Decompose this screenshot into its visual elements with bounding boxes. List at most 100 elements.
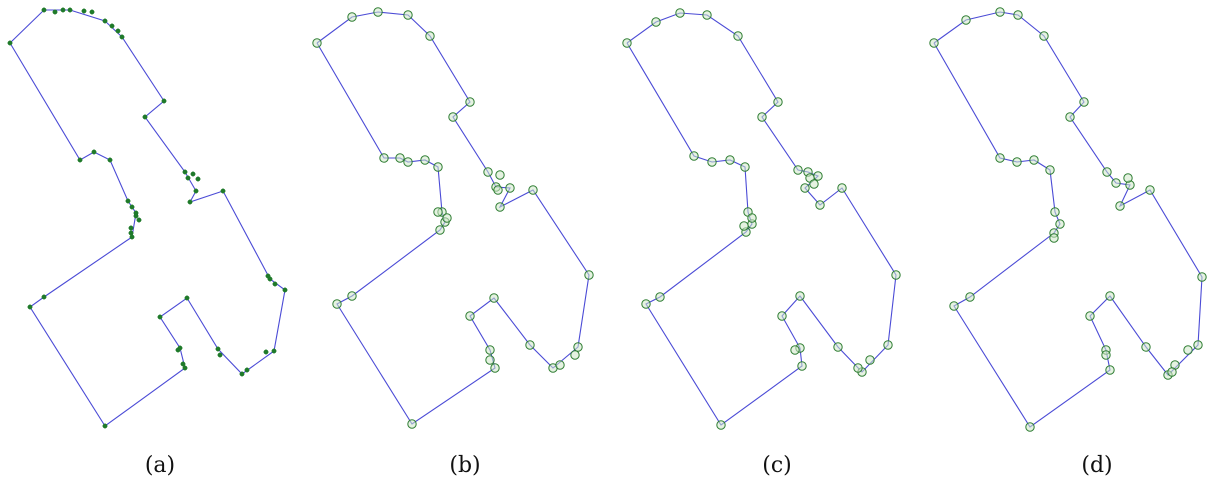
vertex-b-27 (420, 155, 430, 165)
vertex-d-35 (1123, 173, 1133, 183)
vertex-d-2 (995, 7, 1005, 17)
vertex-d-22 (965, 292, 975, 302)
panel-a (7, 7, 288, 429)
vertex-a-22 (41, 294, 47, 300)
vertex-b-36 (493, 185, 503, 195)
vertex-d-12 (1197, 272, 1207, 282)
vertex-b-10 (495, 202, 505, 212)
vertex-d-5 (1079, 97, 1089, 107)
vertex-a-42 (128, 230, 134, 236)
vertex-b-30 (379, 153, 389, 163)
vertex-a-28 (77, 157, 83, 163)
vertex-b-16 (489, 293, 499, 303)
vertex-a-0 (7, 40, 13, 46)
vertex-b-3 (403, 10, 413, 20)
vertex-c-5 (773, 97, 783, 107)
vertex-a-30 (60, 7, 66, 13)
vertex-b-23 (435, 225, 445, 235)
vertex-c-0 (622, 38, 632, 48)
vertex-a-2 (67, 7, 73, 13)
vertex-d-1 (961, 15, 971, 25)
vertex-a-41 (133, 213, 139, 219)
vertex-c-20 (797, 361, 807, 371)
vertex-b-9 (505, 183, 515, 193)
vertex-d-8 (1111, 178, 1121, 188)
vertex-a-32 (89, 9, 95, 15)
vertex-a-27 (91, 149, 97, 155)
vertex-c-3 (702, 10, 712, 20)
vertex-d-32 (1167, 367, 1177, 377)
vertex-b-28 (403, 157, 413, 167)
vertex-c-13 (891, 270, 901, 280)
vertex-d-0 (929, 38, 939, 48)
vertex-b-19 (490, 363, 500, 373)
vertex-b-31 (555, 360, 565, 370)
vertex-d-20 (1025, 422, 1035, 432)
vertex-a-5 (161, 98, 167, 104)
vertex-d-11 (1145, 185, 1155, 195)
vertex-c-31 (853, 363, 863, 373)
vertex-a-16 (184, 295, 190, 301)
vertex-a-1 (41, 7, 47, 13)
vertex-a-25 (125, 198, 131, 204)
vertex-a-46 (263, 349, 269, 355)
vertex-c-27 (740, 162, 750, 172)
vertex-c-29 (707, 157, 717, 167)
vertex-d-15 (1141, 342, 1151, 352)
vertex-d-28 (1012, 157, 1022, 167)
vertex-b-33 (433, 207, 443, 217)
vertex-d-17 (1085, 311, 1095, 321)
vertex-a-40 (129, 204, 135, 210)
vertex-d-7 (1102, 167, 1112, 177)
vertex-b-22 (347, 291, 357, 301)
vertex-b-0 (312, 38, 322, 48)
vertex-b-17 (465, 311, 475, 321)
vertex-d-33 (1049, 233, 1059, 243)
vertex-a-7 (182, 169, 188, 175)
panel-b (312, 7, 594, 429)
vertex-d-19 (1105, 365, 1115, 375)
vertex-a-13 (271, 348, 277, 354)
vertex-b-4 (425, 31, 435, 41)
caption-d: (d) (1081, 453, 1112, 478)
vertex-c-12 (837, 183, 847, 193)
caption-b: (b) (449, 453, 480, 478)
vertex-c-33 (739, 221, 749, 231)
vertex-b-2 (373, 7, 383, 17)
vertex-b-13 (573, 342, 583, 352)
vertex-a-34 (115, 28, 121, 34)
vertex-b-29 (395, 153, 405, 163)
vertex-a-43 (265, 273, 271, 279)
vertex-a-23 (129, 234, 135, 240)
vertex-b-12 (584, 270, 594, 280)
vertex-a-33 (109, 23, 115, 29)
vertex-b-6 (448, 112, 458, 122)
vertex-c-2 (675, 8, 685, 18)
vertex-c-11 (815, 200, 825, 210)
vertex-a-26 (107, 157, 113, 163)
outline-c (626, 12, 897, 426)
vertex-b-32 (570, 350, 580, 360)
vertex-d-24 (1055, 219, 1065, 229)
vertex-d-26 (1045, 165, 1055, 175)
vertex-b-35 (485, 355, 495, 365)
vertex-a-10 (220, 188, 226, 194)
vertex-a-38 (128, 225, 134, 231)
vertex-b-15 (525, 340, 535, 350)
panel-c (622, 8, 901, 430)
caption-a: (a) (145, 453, 175, 478)
outline-b (316, 11, 590, 425)
vertex-c-17 (795, 291, 805, 301)
vertex-c-1 (651, 17, 661, 27)
vertex-c-9 (813, 171, 823, 181)
vertex-c-30 (689, 151, 699, 161)
vertex-a-35 (185, 175, 191, 181)
vertex-b-20 (407, 419, 417, 429)
vertex-d-4 (1039, 31, 1049, 41)
vertex-a-19 (182, 365, 188, 371)
vertex-a-48 (175, 347, 181, 353)
vertex-b-1 (347, 12, 357, 22)
vertex-d-27 (1029, 155, 1039, 165)
vertex-a-3 (102, 18, 108, 24)
